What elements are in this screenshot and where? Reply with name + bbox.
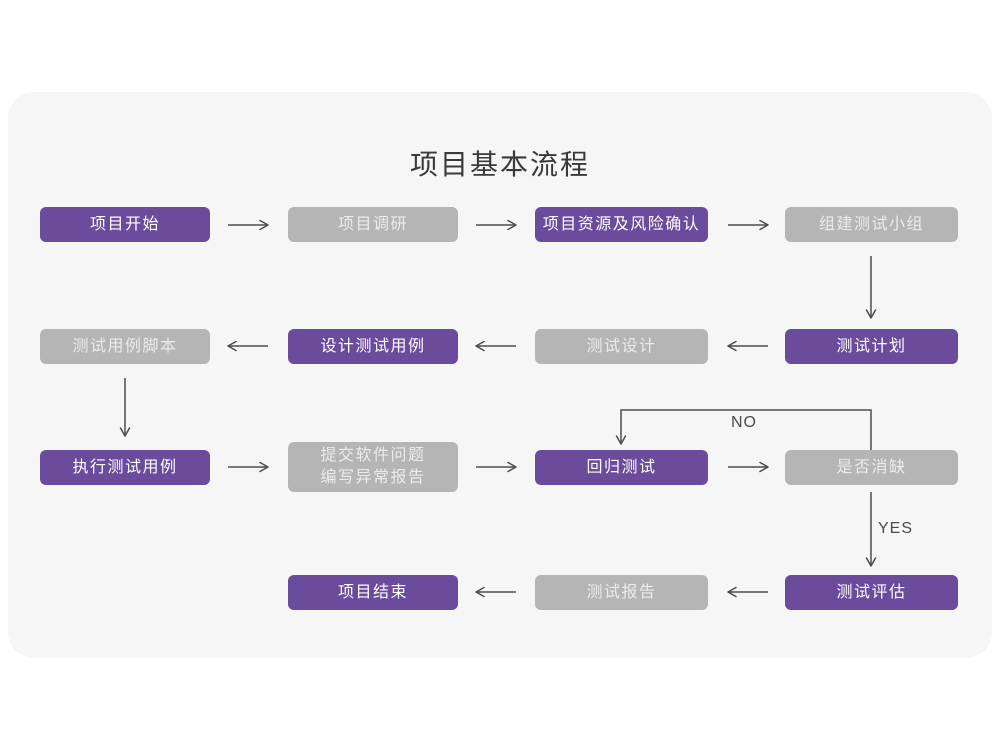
node-project-start: 项目开始 <box>40 207 210 242</box>
node-test-design: 测试设计 <box>535 329 708 364</box>
node-defect-resolved: 是否消缺 <box>785 450 958 485</box>
page-title: 项目基本流程 <box>409 149 590 180</box>
node-build-test-team: 组建测试小组 <box>785 207 958 242</box>
flowchart-card <box>8 92 992 658</box>
node-test-plan: 测试计划 <box>785 329 958 364</box>
edge-label-no: NO <box>731 414 757 431</box>
node-test-evaluation: 测试评估 <box>785 575 958 610</box>
edge-label-yes: YES <box>878 520 914 537</box>
node-project-end: 项目结束 <box>288 575 458 610</box>
node-execute-test-cases: 执行测试用例 <box>40 450 210 485</box>
node-project-research: 项目调研 <box>288 207 458 242</box>
node-test-report: 测试报告 <box>535 575 708 610</box>
node-resource-risk-confirm: 项目资源及风险确认 <box>535 207 708 242</box>
node-test-case-script: 测试用例脚本 <box>40 329 210 364</box>
node-submit-issue-report: 提交软件问题 编写异常报告 <box>288 442 458 492</box>
node-regression-test: 回归测试 <box>535 450 708 485</box>
node-design-test-cases: 设计测试用例 <box>288 329 458 364</box>
